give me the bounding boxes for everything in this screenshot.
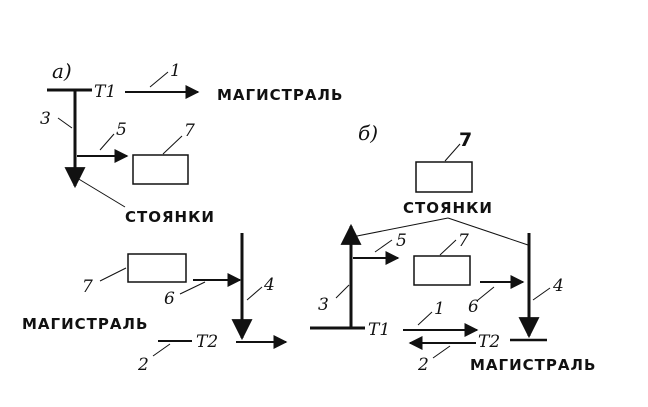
leader-1 <box>149 71 169 88</box>
parking-box-middle-b <box>413 255 471 286</box>
number-2: 2 <box>137 355 149 375</box>
number-7-middle-b: 7 <box>458 231 469 251</box>
diagram-a: а) T1 1 МАГИСТРАЛЬ 3 5 7 СТОЯНКИ 4 7 <box>22 59 343 375</box>
main-label-b: МАГИСТРАЛЬ <box>470 356 596 374</box>
number-7-lower: 7 <box>82 277 93 297</box>
leader-2 <box>152 343 171 357</box>
panel-label-a: а) <box>52 59 72 83</box>
number-1-b: 1 <box>434 299 445 319</box>
leader-parking <box>76 177 126 208</box>
leader-4-b <box>532 287 551 301</box>
leader-7-lower <box>99 267 127 282</box>
number-6: 6 <box>164 289 175 309</box>
panel-label-b: б) <box>358 121 378 145</box>
leader-4 <box>246 286 263 301</box>
t2-label: T2 <box>196 332 218 352</box>
leader-parking-right-b <box>447 217 529 246</box>
leader-2-b <box>432 345 451 359</box>
leader-3-b <box>335 284 350 299</box>
parking-box-lower <box>127 253 187 283</box>
number-4: 4 <box>263 275 275 295</box>
leader-7-top-b <box>444 143 461 162</box>
leader-7-upper <box>162 135 183 155</box>
t2-label-b: T2 <box>478 332 500 352</box>
leader-1-b <box>417 311 433 326</box>
parking-label-a: СТОЯНКИ <box>125 208 215 226</box>
number-1: 1 <box>170 61 181 81</box>
parking-box-upper <box>132 154 189 185</box>
number-5: 5 <box>116 120 127 140</box>
number-2-b: 2 <box>417 355 429 375</box>
leader-7-middle-b <box>439 239 457 256</box>
main-bottom-label: МАГИСТРАЛЬ <box>22 315 148 333</box>
parking-label-b: СТОЯНКИ <box>403 199 493 217</box>
leader-5-b <box>374 239 393 253</box>
diagram-b: б) 7 СТОЯНКИ 3 5 7 6 4 T1 <box>310 121 596 375</box>
leader-3 <box>57 117 73 129</box>
number-3: 3 <box>40 109 51 129</box>
number-7-top-b: 7 <box>459 129 473 151</box>
leader-5 <box>99 133 115 151</box>
parking-box-top-b <box>415 161 473 193</box>
number-7-upper: 7 <box>184 121 195 141</box>
main-top-label: МАГИСТРАЛЬ <box>217 86 343 104</box>
number-5-b: 5 <box>396 231 407 251</box>
number-6-b: 6 <box>468 297 479 317</box>
number-3-b: 3 <box>318 295 329 315</box>
leader-parking-left-b <box>351 217 449 238</box>
leader-6 <box>179 281 206 295</box>
leader-6-b <box>477 286 495 301</box>
t1-label: T1 <box>94 82 116 102</box>
t1-label-b: T1 <box>368 320 390 340</box>
number-4-b: 4 <box>552 276 564 296</box>
